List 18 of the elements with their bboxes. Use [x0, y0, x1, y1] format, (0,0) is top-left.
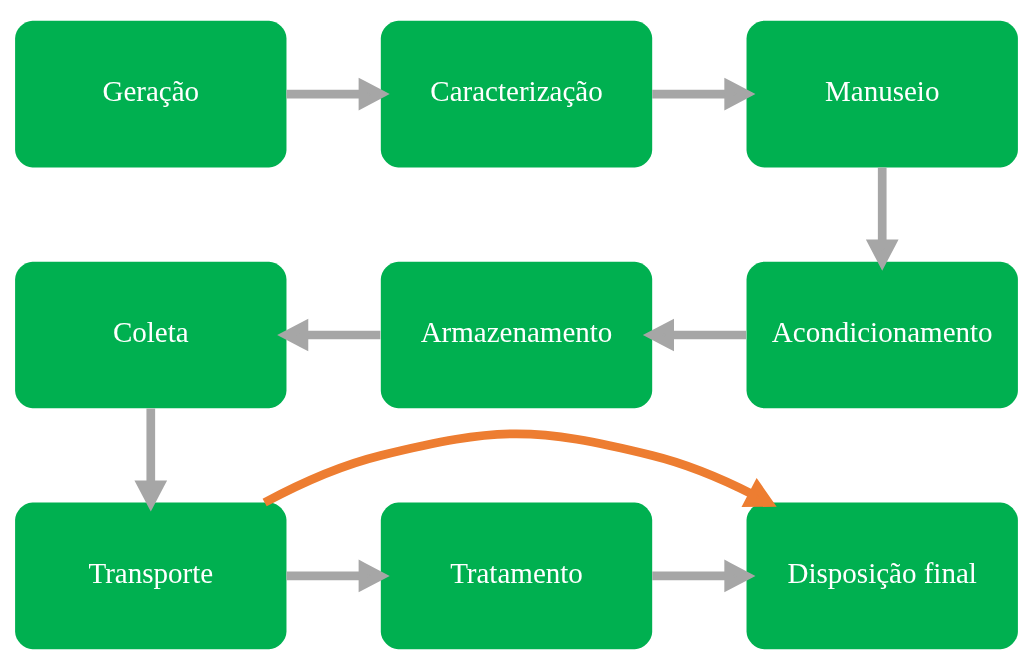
arrow: [865, 167, 899, 271]
node-box: Tratamento: [380, 502, 652, 649]
arrow: [262, 429, 777, 507]
node-box: Geração: [14, 20, 286, 167]
node-box: Armazenamento: [380, 261, 652, 408]
node-box: Manuseio: [746, 20, 1018, 167]
arrow: [286, 77, 390, 110]
node-box: Transporte: [14, 502, 286, 649]
arrow: [133, 408, 167, 512]
node-box: Disposição final: [746, 502, 1018, 649]
node-box: Acondicionamento: [746, 261, 1018, 408]
arrow: [276, 318, 380, 351]
arrow: [651, 559, 755, 592]
arrow: [642, 318, 746, 351]
node-box: Coleta: [14, 261, 286, 408]
arrow: [286, 559, 390, 592]
arrow: [651, 77, 755, 110]
node-box: Caracterização: [380, 20, 652, 167]
